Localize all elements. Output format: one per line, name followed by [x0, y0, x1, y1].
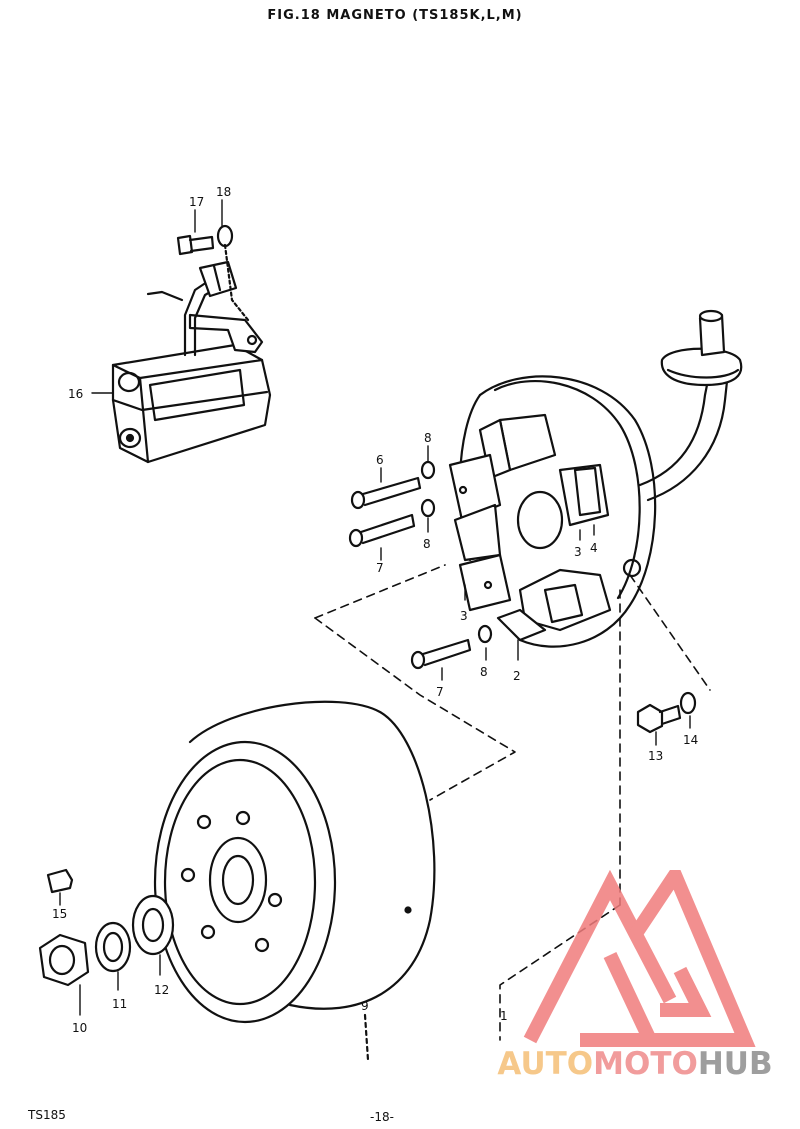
washer-8a	[420, 460, 436, 480]
stator-coils	[448, 413, 612, 642]
screw-7b	[410, 638, 472, 670]
washer-8c	[477, 624, 493, 644]
washer-12	[131, 894, 175, 956]
callout-15: 15	[52, 907, 67, 921]
callout-4: 4	[590, 541, 598, 555]
washer-14	[679, 691, 697, 715]
leader-18	[223, 243, 250, 322]
callout-16: 16	[68, 387, 83, 401]
triangle-logo-icon	[523, 860, 756, 1047]
washer-8b	[420, 498, 436, 518]
callout-17: 17	[189, 195, 204, 209]
callout-10: 10	[72, 1021, 87, 1035]
callout-3b: 3	[460, 609, 468, 623]
callout-8c: 8	[480, 665, 488, 679]
screw-13	[636, 703, 682, 734]
page-number: -18-	[370, 1110, 394, 1124]
callout-2: 2	[513, 669, 521, 683]
callout-12: 12	[154, 983, 169, 997]
washer-18	[216, 224, 234, 248]
callout-9: 9	[361, 999, 369, 1013]
callout-1: 1	[500, 1009, 508, 1023]
lock-washer-11	[94, 921, 132, 973]
model-label: TS185	[28, 1108, 66, 1122]
leader-lines	[59, 199, 691, 1016]
callout-11: 11	[112, 997, 127, 1011]
flywheel-rotor	[153, 700, 436, 1024]
callout-3a: 3	[574, 545, 582, 559]
callout-14: 14	[683, 733, 698, 747]
callout-7a: 7	[376, 561, 384, 575]
screw-6	[350, 476, 422, 510]
callout-8b: 8	[423, 537, 431, 551]
callout-18: 18	[216, 185, 231, 199]
callout-13: 13	[648, 749, 663, 763]
screw-7a	[348, 513, 416, 548]
woodruff-key-15	[46, 868, 74, 894]
logo-wordmark: AUTOMOTOHUB	[497, 1046, 773, 1082]
figure-title: FIG.18 MAGNETO (TS185K,L,M)	[267, 8, 523, 23]
callout-6: 6	[376, 453, 384, 467]
nut-10	[38, 933, 90, 987]
automotohub-logo: AUTOMOTOHUB	[470, 860, 800, 1129]
leader-9	[363, 1013, 370, 1062]
ignition-coil-unit	[111, 260, 272, 464]
callout-7b: 7	[436, 685, 444, 699]
bolt-17	[176, 234, 215, 256]
callout-8a: 8	[424, 431, 432, 445]
